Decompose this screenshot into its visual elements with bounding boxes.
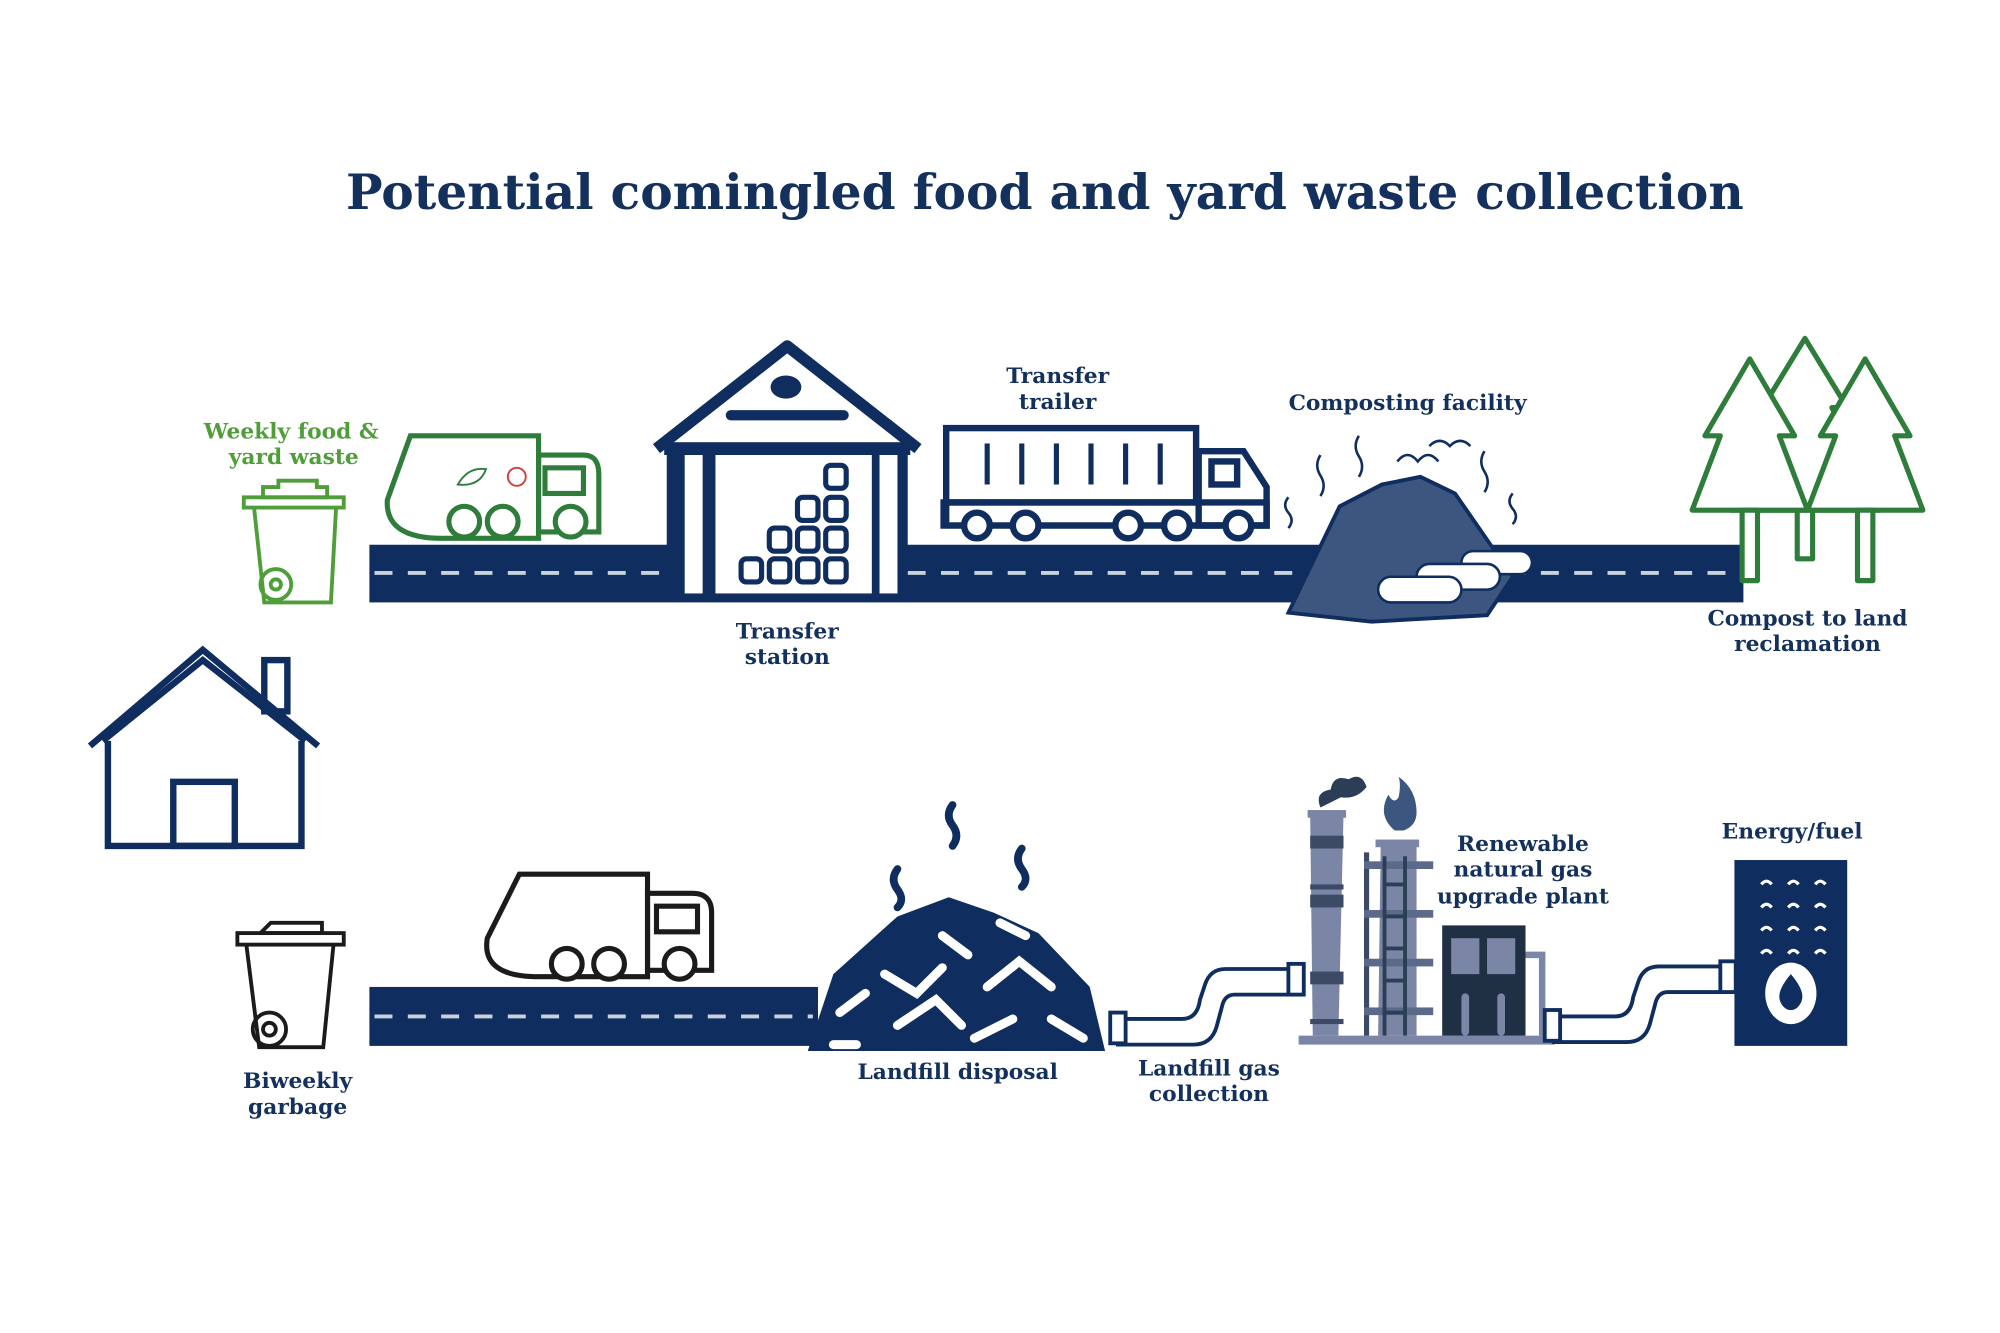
- landfill-label: Landfill disposal: [857, 1060, 1058, 1085]
- biweekly-label-2: garbage: [248, 1095, 347, 1120]
- composting-label: Composting facility: [1289, 391, 1528, 416]
- rng-plant-icon: [1298, 776, 1555, 1045]
- landfill-icon: [807, 801, 1106, 1052]
- garbage-truck-icon: [484, 871, 715, 982]
- garbage-bin-icon: [235, 920, 346, 1050]
- gas-pipe-2-icon: [1542, 959, 1738, 1044]
- energy-building-icon: [1734, 860, 1848, 1046]
- rng-label-2: natural gas: [1454, 858, 1593, 883]
- top-road: [369, 544, 1744, 603]
- trees-icon: [1689, 335, 1926, 584]
- green-bin-icon: [241, 478, 346, 605]
- rng-label-3: upgrade plant: [1437, 885, 1609, 910]
- house-icon: [87, 645, 321, 850]
- transfer-station-label-2: station: [745, 645, 830, 670]
- bottom-road: [369, 986, 818, 1046]
- flame-icon: [1779, 974, 1803, 1011]
- weekly-label-2: yard waste: [228, 445, 359, 470]
- compost-pile-icon: [1283, 435, 1534, 624]
- transfer-station-label-1: Transfer: [736, 619, 839, 644]
- transfer-trailer-label-2: trailer: [1019, 390, 1097, 415]
- biweekly-label-1: Biweekly: [243, 1069, 353, 1094]
- rng-label-1: Renewable: [1457, 832, 1589, 857]
- gas-pipe-icon: [1108, 961, 1306, 1047]
- energy-label: Energy/fuel: [1722, 819, 1863, 844]
- landfill-gas-label-1: Landfill gas: [1138, 1056, 1280, 1081]
- compost-land-label-2: reclamation: [1734, 632, 1881, 657]
- weekly-label-1: Weekly food &: [203, 419, 379, 444]
- green-truck-icon: [384, 433, 602, 541]
- diagram-title: Potential comingled food and yard waste …: [346, 164, 1744, 221]
- compost-land-label-1: Compost to land: [1707, 606, 1907, 631]
- landfill-gas-label-2: collection: [1149, 1082, 1269, 1107]
- transfer-station-icon: [652, 340, 922, 600]
- transfer-trailer-icon: [940, 424, 1270, 542]
- transfer-trailer-label-1: Transfer: [1006, 364, 1109, 389]
